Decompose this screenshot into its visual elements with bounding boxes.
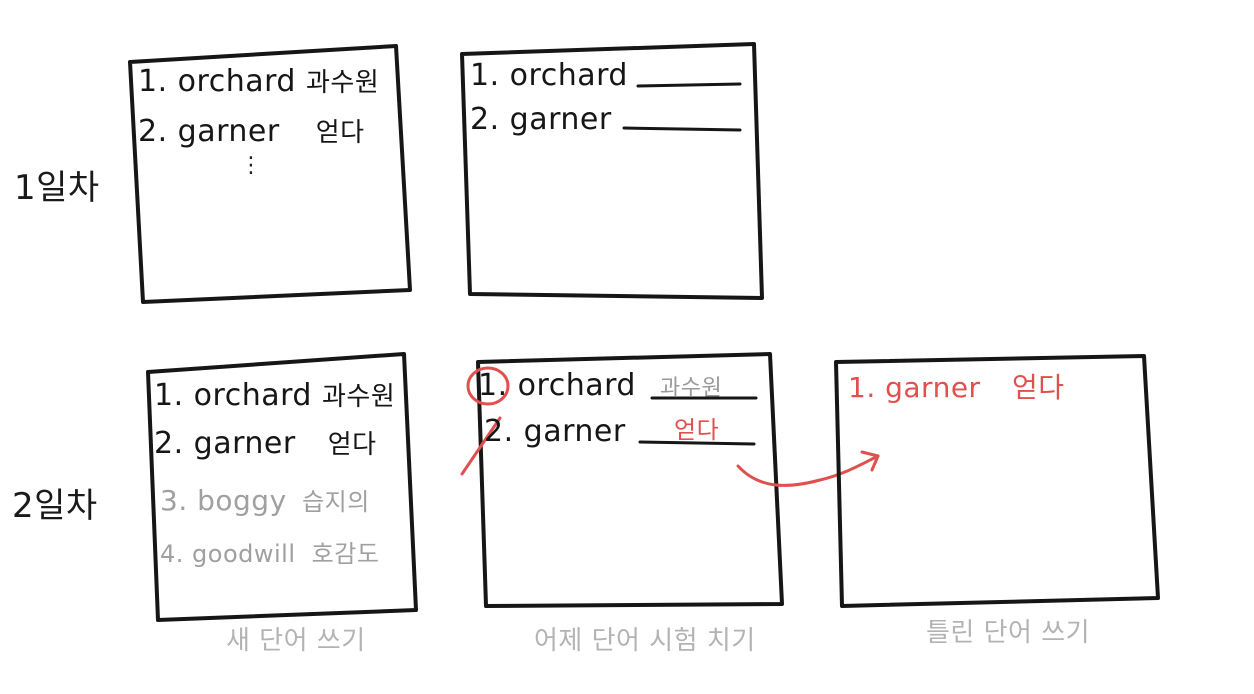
more-dots: ⋮ <box>240 153 262 178</box>
day1-new-words-box <box>128 44 412 304</box>
day1-blank-1 <box>636 82 742 88</box>
day2-review-word-2: 2. garner <box>484 414 626 449</box>
item-word: garner <box>885 371 981 404</box>
wrong-word-1: 1. garner 얻다 <box>848 366 1065 406</box>
item-meaning: 얻다 <box>327 430 377 460</box>
day2-review-word-1: 1. orchard <box>478 368 636 403</box>
item-meaning: 얻다 <box>1011 371 1065 404</box>
day2-new-words-box <box>146 352 418 622</box>
day2-review-answer-1: 과수원 <box>660 376 723 401</box>
item-meaning: 습지의 <box>302 488 370 516</box>
day2-blank-2 <box>638 440 756 446</box>
item-word: orchard <box>517 368 636 403</box>
item-num: 1. <box>848 371 876 404</box>
item-meaning: 과수원 <box>322 382 396 412</box>
item-word: orchard <box>177 64 296 99</box>
arrow-to-wrong-words <box>736 454 880 487</box>
item-num: 2. <box>484 414 514 449</box>
item-word: garner <box>193 426 296 461</box>
item-word: garner <box>509 102 612 137</box>
item-meaning: 호감도 <box>311 540 380 568</box>
correct-mark-circle <box>466 366 510 406</box>
day2-review-answer-2: 얻다 <box>674 416 720 444</box>
item-num: 1. <box>138 64 168 99</box>
item-num: 2. <box>138 114 168 149</box>
item-num: 4. <box>160 540 184 568</box>
item-meaning: 과수원 <box>306 68 380 98</box>
item-word: garner <box>177 114 280 149</box>
caption-review-test: 어제 단어 시험 치기 <box>534 626 756 656</box>
caption-new-words: 새 단어 쓰기 <box>226 626 366 656</box>
day1-blank-2 <box>622 126 742 132</box>
day1-review-word-2: 2. garner <box>470 102 612 137</box>
day2-review-box <box>476 352 784 608</box>
wrong-mark-slash <box>460 416 502 476</box>
item-num: 1. <box>470 58 500 93</box>
item-word: orchard <box>509 58 628 93</box>
day2-new-word-4: 4. goodwill 호감도 <box>160 534 379 569</box>
caption-wrong-words: 틀린 단어 쓰기 <box>926 618 1091 648</box>
day1-new-word-1: 1. orchard 과수원 <box>138 62 379 99</box>
wrong-words-box <box>834 354 1160 608</box>
item-num: 3. <box>160 484 188 517</box>
item-num: 2. <box>154 426 184 461</box>
arrow-head <box>860 450 880 472</box>
day2-label: 2일차 <box>12 486 98 526</box>
item-word: boggy <box>197 484 287 517</box>
item-meaning: 얻다 <box>315 118 365 148</box>
day1-review-box <box>460 42 764 300</box>
item-word: garner <box>523 414 626 449</box>
day1-label: 1일차 <box>14 168 100 208</box>
day1-new-word-2: 2. garner 얻다 <box>138 112 365 149</box>
day2-new-word-2: 2. garner 얻다 <box>154 424 377 461</box>
item-word: goodwill <box>192 540 296 568</box>
item-word: orchard <box>193 378 312 413</box>
item-num: 1. <box>478 368 508 403</box>
day1-review-word-1: 1. orchard <box>470 58 628 93</box>
item-num: 2. <box>470 102 500 137</box>
day2-new-word-3: 3. boggy 습지의 <box>160 482 370 517</box>
item-num: 1. <box>154 378 184 413</box>
day2-new-word-1: 1. orchard 과수원 <box>154 376 395 413</box>
